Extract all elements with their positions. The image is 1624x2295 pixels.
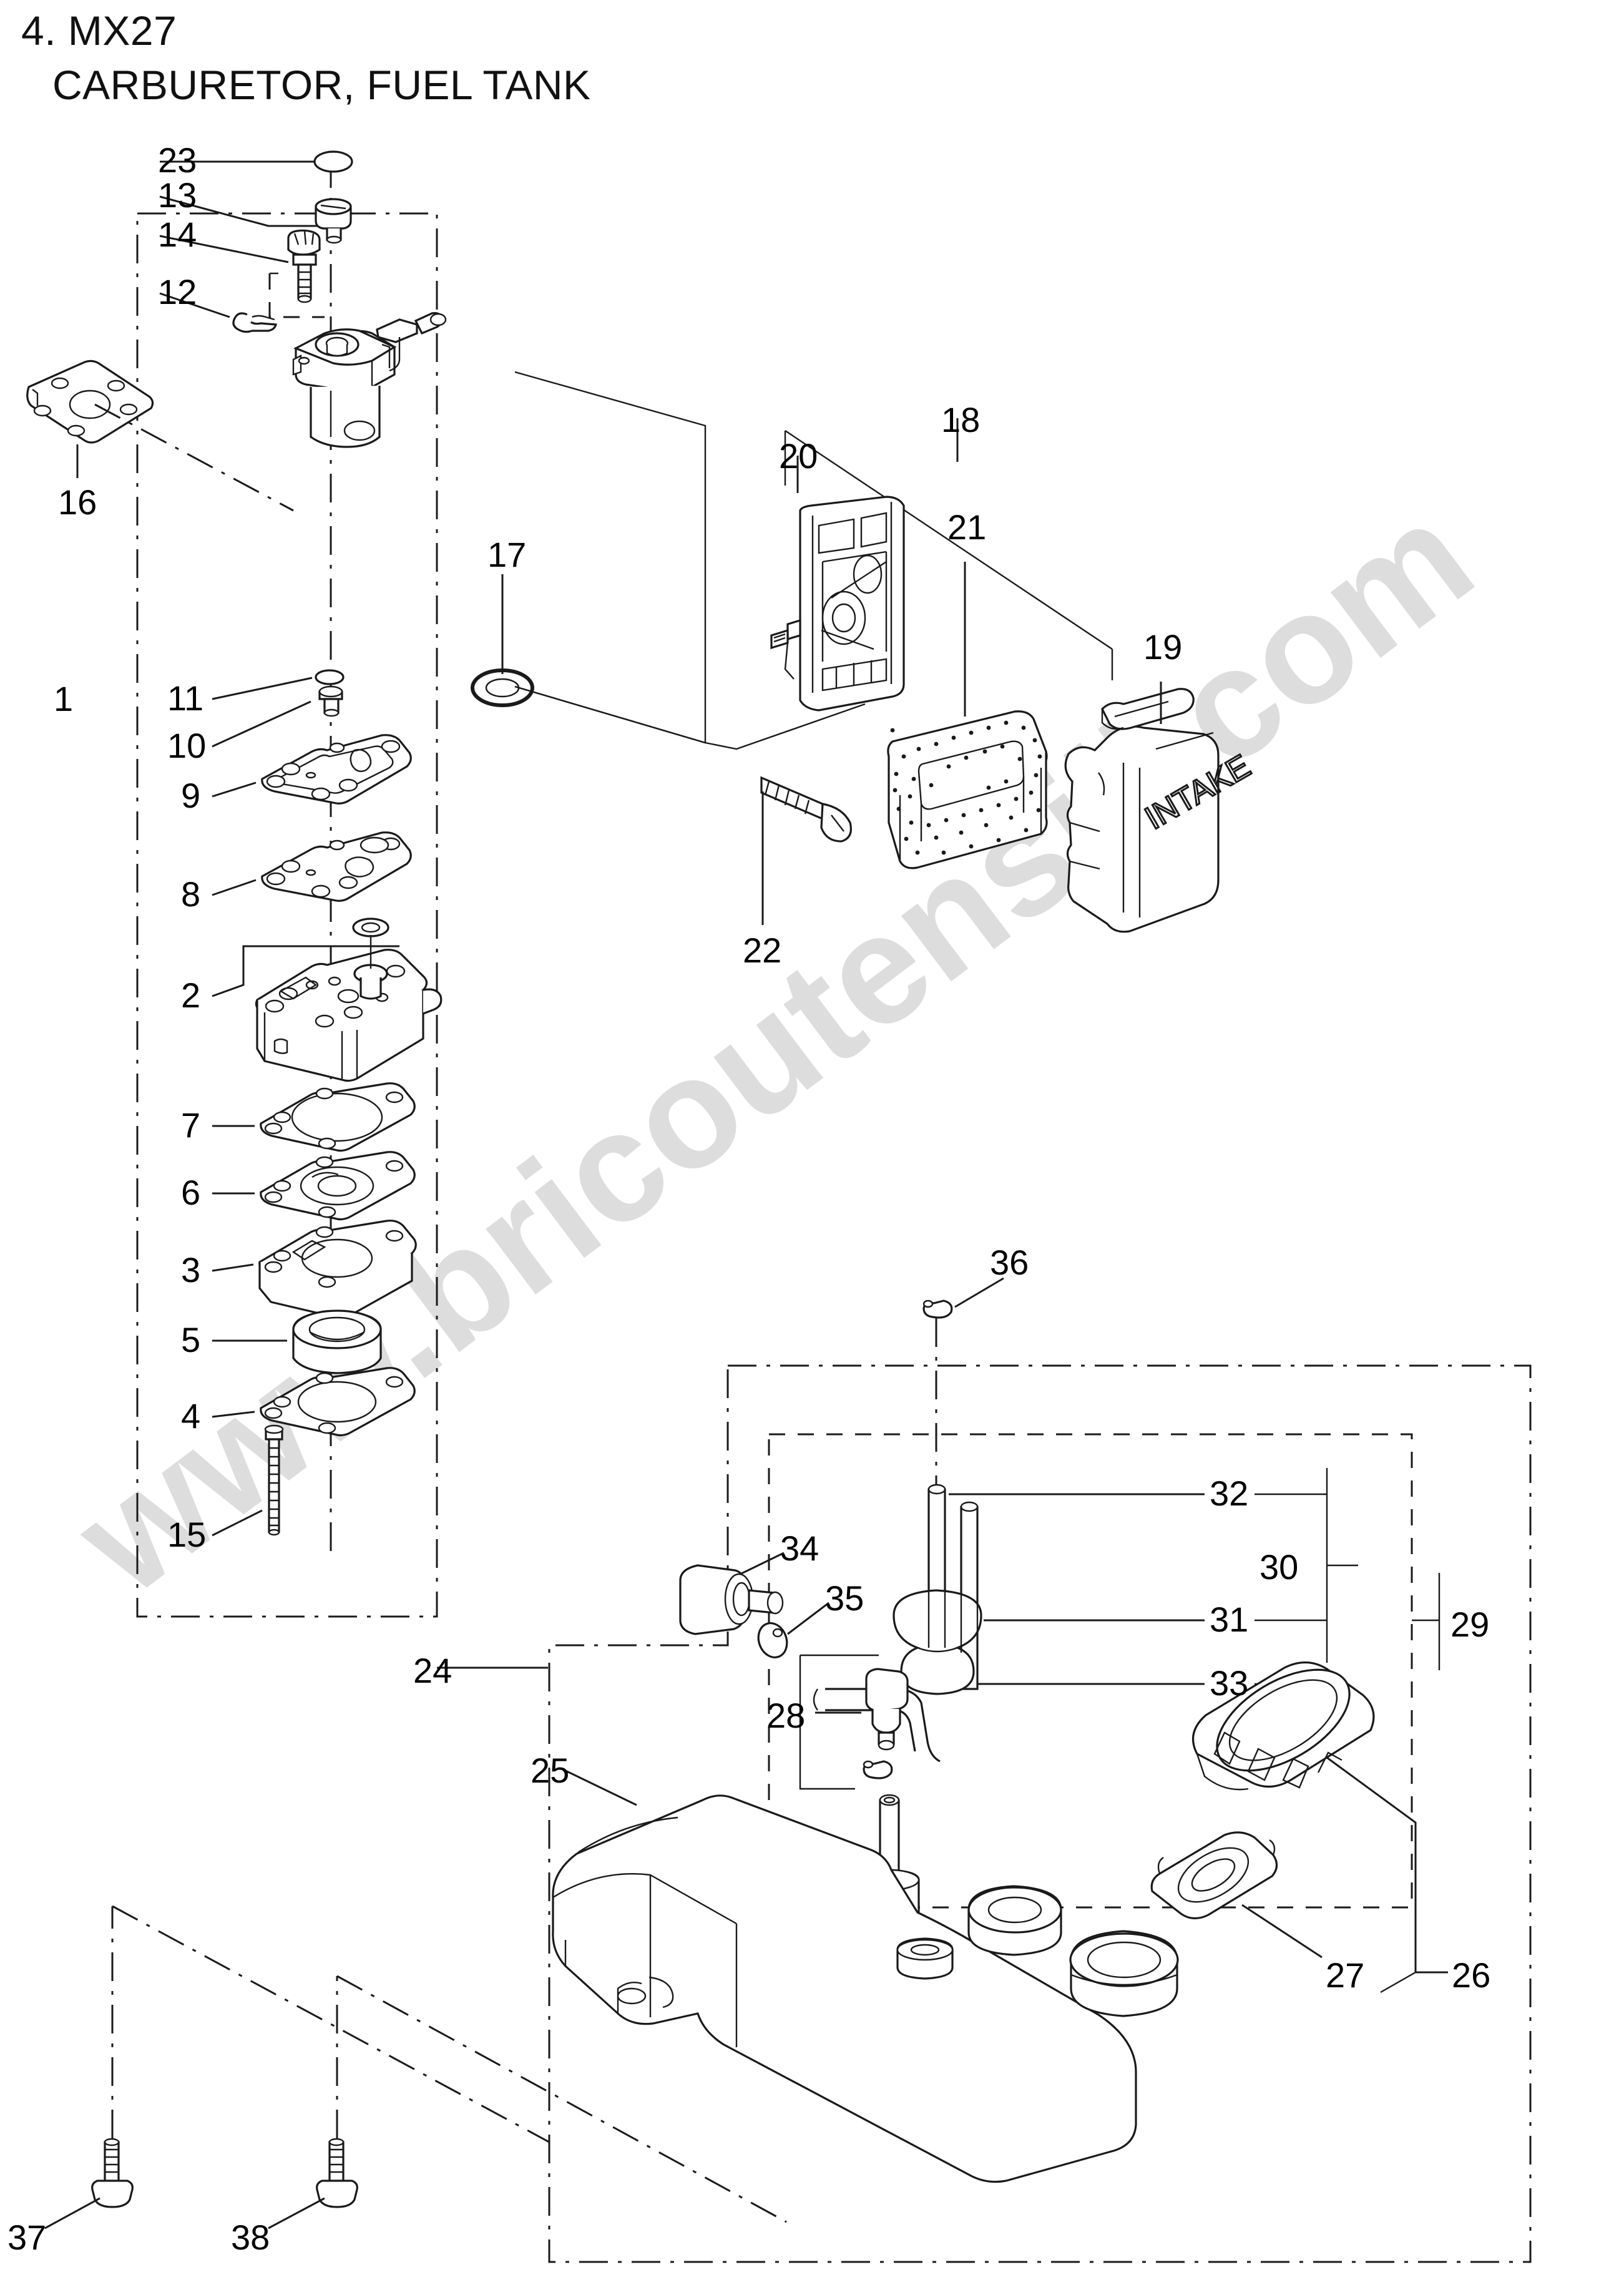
part-9-metering-gasket xyxy=(212,734,412,805)
part-22-screw xyxy=(760,776,852,925)
callout-34: 34 xyxy=(780,1529,819,1568)
part-19-air-cleaner-cover: INTAKE xyxy=(1064,682,1258,933)
part-11-inlet-needle xyxy=(212,669,345,700)
callout-7: 7 xyxy=(181,1105,201,1145)
part-12-e-clip xyxy=(159,272,325,333)
part-30-bracket xyxy=(1326,1468,1358,1663)
part-14-pilot-screw xyxy=(159,229,321,303)
callout-36: 36 xyxy=(990,1243,1029,1282)
callout-25: 25 xyxy=(531,1751,570,1790)
callout-19: 19 xyxy=(1143,627,1183,667)
callout-18: 18 xyxy=(941,400,981,439)
callout-38: 38 xyxy=(231,2218,270,2257)
part-26-fuel-cap xyxy=(1191,1661,1448,1994)
callout-11: 11 xyxy=(167,678,204,718)
title-line-subject: CARBURETOR, FUEL TANK xyxy=(52,62,591,109)
part-5-primer-bulb xyxy=(212,1309,382,1374)
callout-30: 30 xyxy=(1260,1547,1299,1587)
part-31-fuel-filter xyxy=(893,1589,1327,1695)
part-28-breather-valve xyxy=(799,1654,909,1790)
callout-17: 17 xyxy=(487,535,527,574)
page-title: 4. MX27 CARBURETOR, FUEL TANK xyxy=(21,4,591,112)
part-20-air-cleaner-base xyxy=(705,456,905,750)
callout-16: 16 xyxy=(58,482,97,522)
callout-24: 24 xyxy=(413,1651,452,1690)
callout-5: 5 xyxy=(181,1320,201,1359)
part-8-metering-diaphragm xyxy=(212,831,412,902)
part-38-screw xyxy=(268,1975,787,2229)
part-36-grommet xyxy=(922,1277,1004,1489)
part-7-pump-gasket xyxy=(212,1082,416,1152)
callout-13: 13 xyxy=(158,175,197,215)
part-3-pump-cover xyxy=(212,1220,417,1319)
carburetor-body-upper xyxy=(292,312,447,448)
callout-29: 29 xyxy=(1450,1605,1490,1644)
part-18-bracket-line xyxy=(784,418,1113,680)
part-37-screw xyxy=(44,1905,550,2229)
part-17-oring xyxy=(471,371,707,744)
callout-15: 15 xyxy=(167,1515,207,1554)
part-13-choke-screw xyxy=(159,195,352,244)
part-10-valve-screw xyxy=(212,685,343,748)
part-23-oring xyxy=(160,150,353,173)
part-16-insulator-gasket xyxy=(26,360,294,512)
part-4-pump-body-gasket xyxy=(212,1367,416,1437)
callout-6: 6 xyxy=(181,1173,201,1212)
part-2-carburetor-body xyxy=(212,918,443,1082)
part-33-fuel-pipe-short xyxy=(960,1501,1327,1690)
part-15-long-screw xyxy=(212,1424,284,1537)
callout-26: 26 xyxy=(1452,1955,1491,1995)
callout-9: 9 xyxy=(181,776,201,815)
callout-4: 4 xyxy=(181,1396,201,1436)
callout-10: 10 xyxy=(167,726,207,765)
callout-21: 21 xyxy=(947,507,987,547)
fuel-pickup-subgroup-boundary xyxy=(768,1433,1441,1909)
part-34-fuel-pickup-body xyxy=(679,1552,785,1635)
callout-8: 8 xyxy=(181,874,201,914)
callout-31: 31 xyxy=(1210,1600,1249,1639)
callout-27: 27 xyxy=(1326,1955,1365,1995)
callout-35: 35 xyxy=(825,1578,864,1618)
callout-20: 20 xyxy=(779,436,818,476)
callout-23: 23 xyxy=(158,140,197,180)
callout-22: 22 xyxy=(743,931,782,970)
part-21-air-filter-element xyxy=(887,562,1048,869)
callout-32: 32 xyxy=(1210,1474,1249,1513)
part-25-fuel-tank xyxy=(552,1768,1179,2183)
callout-2: 2 xyxy=(181,976,201,1015)
callout-14: 14 xyxy=(158,215,197,254)
callout-28: 28 xyxy=(766,1696,806,1735)
title-line-model: 4. MX27 xyxy=(21,7,177,54)
part-6-pump-diaphragm xyxy=(212,1151,416,1221)
callout-37: 37 xyxy=(7,2218,47,2257)
callout-33: 33 xyxy=(1210,1663,1249,1703)
part-27-cap-gasket xyxy=(1150,1831,1323,1959)
callout-12: 12 xyxy=(158,272,197,311)
callout-1: 1 xyxy=(54,679,74,718)
callout-3: 3 xyxy=(181,1250,201,1289)
fuel-tank-group-boundary xyxy=(437,1364,1532,2263)
